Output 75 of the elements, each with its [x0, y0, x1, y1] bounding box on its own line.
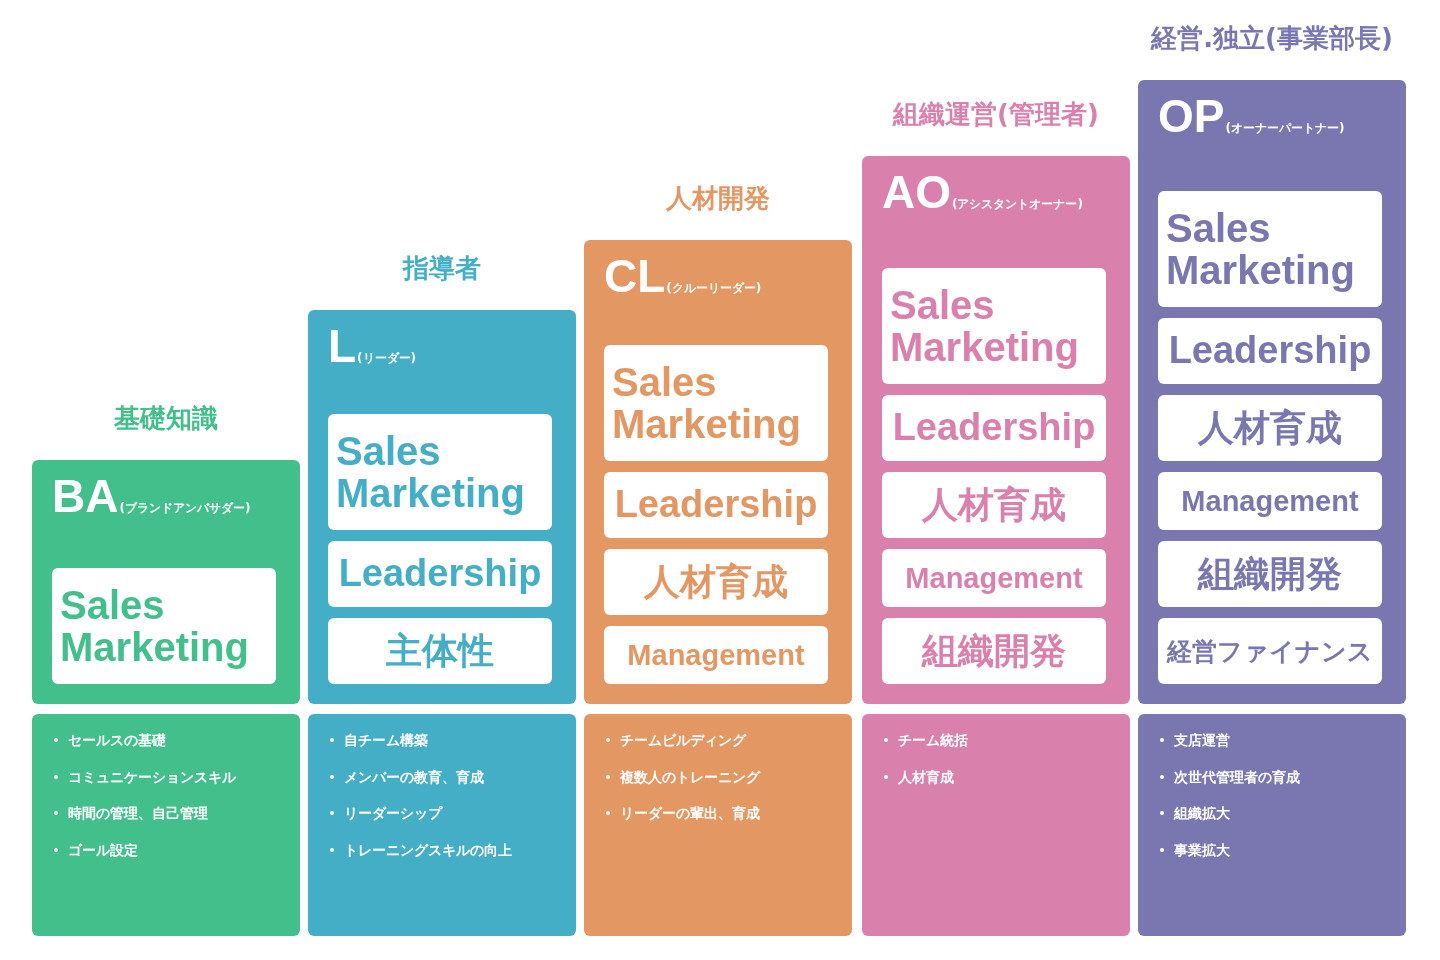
skill-name: Sales Marketing [612, 361, 802, 445]
skill-card [882, 549, 1106, 607]
duty-item: 事業拡大 [1174, 840, 1230, 860]
skill-name: Leadership [338, 554, 542, 594]
duty-item: セールスの基礎 [68, 731, 166, 750]
duty-item: 時間の管理、自己管理 [68, 804, 208, 823]
skill-card [328, 414, 552, 530]
level-heading: 基礎知識 [113, 402, 219, 434]
skill-name: 組織開発 [922, 632, 1066, 670]
duty-item: メンバーの教育、育成 [344, 767, 484, 787]
skill-card [52, 568, 276, 684]
duty-item: 支店運営 [1174, 731, 1230, 750]
skill-name: 人材育成 [644, 563, 788, 601]
skill-card [1158, 541, 1382, 607]
level-heading: 経営.独立(事業部長) [1149, 22, 1394, 54]
duty-panel [584, 714, 852, 936]
level-reading: (アシスタントオーナー) [952, 197, 1083, 211]
skill-card [1158, 395, 1382, 461]
duty-item: 人材育成 [898, 767, 954, 787]
skill-name: 経営ファイナンス [1167, 637, 1373, 665]
duty-item: リーダーの輩出、育成 [620, 804, 760, 823]
skill-name: Leadership [892, 408, 1096, 448]
level-code: L [328, 320, 357, 372]
skill-card [882, 472, 1106, 538]
duty-panel [308, 714, 576, 936]
skill-name: 組織開発 [1198, 555, 1342, 593]
duty-item: チーム統括 [898, 731, 968, 750]
skill-name: Sales Marketing [336, 430, 526, 514]
skill-name: 人材育成 [1198, 409, 1342, 447]
level-reading: (ブランドアンバサダー) [119, 501, 251, 515]
level-reading: (オーナーパートナー) [1225, 121, 1345, 135]
skill-card [1158, 472, 1382, 530]
skill-name: Management [905, 562, 1083, 594]
duty-item: コミュニケーションスキル [68, 767, 236, 787]
duty-item: リーダーシップ [344, 804, 442, 823]
skill-card [1158, 318, 1382, 384]
skill-name: Sales Marketing [890, 284, 1080, 368]
level-reading: (リーダー) [357, 351, 417, 365]
skill-name: Sales Marketing [1166, 207, 1356, 291]
level-code: CL [604, 250, 666, 302]
skill-name: Leadership [1168, 331, 1372, 371]
skill-card [328, 541, 552, 607]
duty-panel [1138, 714, 1406, 936]
level-code: OP [1158, 90, 1225, 142]
skill-card [882, 618, 1106, 684]
skill-card [604, 626, 828, 684]
skill-name: 人材育成 [922, 486, 1066, 524]
level-reading: (クルーリーダー) [666, 281, 762, 295]
duty-item: トレーニングスキルの向上 [344, 840, 512, 860]
duty-item: チームビルディング [620, 731, 746, 750]
skill-card [604, 472, 828, 538]
level-heading: 指導者 [401, 252, 482, 284]
duty-item: 次世代管理者の育成 [1174, 767, 1300, 787]
level-heading: 組織運営(管理者) [891, 98, 1100, 130]
level-code: BA [52, 470, 119, 522]
skill-name: Leadership [614, 485, 818, 525]
skill-card [882, 395, 1106, 461]
skill-name: Sales Marketing [60, 584, 250, 668]
skill-card [1158, 618, 1382, 684]
skill-name: Management [1181, 485, 1359, 517]
duty-item: ゴール設定 [68, 840, 138, 860]
skill-card [882, 268, 1106, 384]
duty-item: 組織拡大 [1174, 804, 1230, 823]
duty-panel [32, 714, 300, 936]
skill-card [1158, 191, 1382, 307]
skill-card [604, 549, 828, 615]
skill-card [328, 618, 552, 684]
skill-card [604, 345, 828, 461]
skill-name: Management [627, 639, 805, 671]
level-code: AO [882, 166, 951, 218]
level-heading: 人材開発 [665, 182, 771, 214]
duty-panel [862, 714, 1130, 936]
duty-item: 複数人のトレーニング [620, 767, 760, 787]
duty-item: 自チーム構築 [344, 731, 428, 750]
skill-name: 主体性 [386, 632, 494, 670]
